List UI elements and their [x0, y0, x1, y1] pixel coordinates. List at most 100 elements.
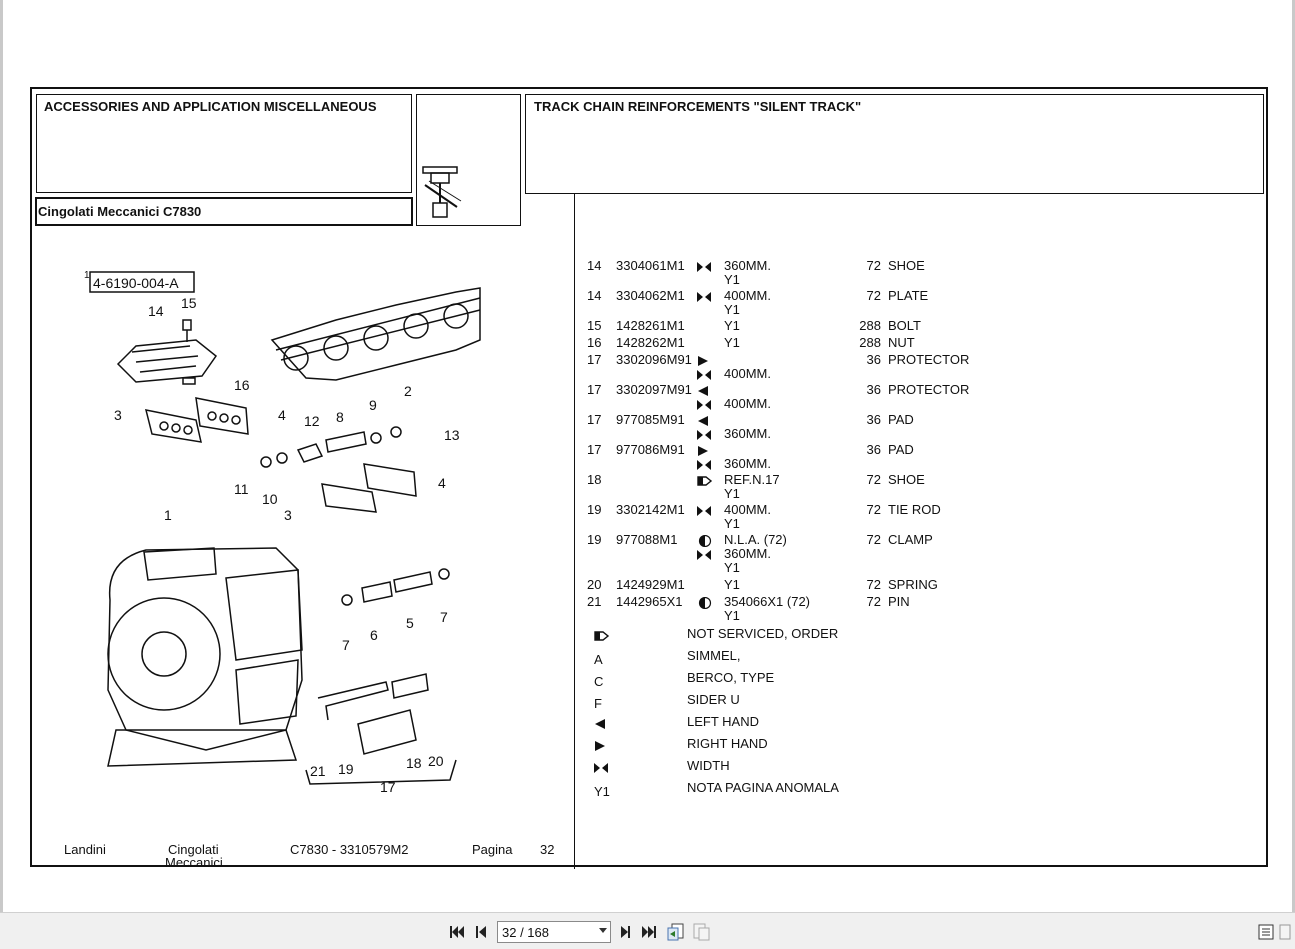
callout-3: 3	[114, 407, 122, 423]
callout-8: 8	[336, 409, 344, 425]
part-symbol-2	[697, 399, 711, 413]
part-name: PIN	[888, 594, 910, 609]
footer-code: C7830 - 3310579M2	[290, 842, 409, 857]
part-qty: 288	[859, 318, 881, 333]
callout-9: 9	[369, 397, 377, 413]
callout-14: 14	[148, 303, 164, 319]
part-note: Y1	[724, 272, 740, 287]
go-forward-button[interactable]	[692, 922, 712, 942]
order-icon	[697, 476, 713, 486]
part-name: BOLT	[888, 318, 921, 333]
part-ref: 19	[587, 502, 602, 517]
part-desc: Y1	[724, 335, 740, 350]
part-number: 3304061M1	[616, 258, 685, 273]
part-ref: 17	[587, 382, 602, 397]
part-symbol	[697, 415, 709, 429]
ref-prefix: 1	[84, 270, 90, 281]
page-selector[interactable]: 32 / 168	[497, 921, 611, 943]
part-symbol	[697, 291, 711, 305]
legend-symbol	[594, 761, 612, 776]
single-page-view-button[interactable]	[1256, 922, 1276, 942]
continuous-view-icon	[1279, 924, 1291, 940]
callout-10: 10	[262, 491, 278, 507]
previous-page-icon	[476, 926, 486, 938]
go-forward-icon	[693, 923, 710, 941]
part-note: Y1	[724, 516, 740, 531]
viewer-scrollbar[interactable]	[1292, 0, 1295, 912]
right-hand-icon	[698, 446, 708, 456]
part-qty: 72	[866, 594, 881, 609]
page-selector-value: 32 / 168	[502, 925, 549, 940]
bolt-symbol-icon	[422, 166, 462, 218]
callout-19: 19	[338, 761, 354, 777]
go-back-button[interactable]	[666, 922, 686, 942]
callout-2: 2	[404, 383, 412, 399]
left-hand-icon	[698, 386, 708, 396]
part-symbol	[697, 261, 711, 275]
title-box	[525, 94, 1264, 194]
legend-text: LEFT HAND	[687, 714, 759, 729]
legend-text: NOT SERVICED, ORDER	[687, 626, 839, 641]
dropdown-arrow-icon	[599, 928, 607, 933]
part-number: 1442965X1	[616, 594, 683, 609]
part-ref: 19	[587, 532, 602, 547]
first-page-button[interactable]	[447, 922, 467, 942]
part-name: SHOE	[888, 472, 925, 487]
callout-21: 21	[310, 763, 326, 779]
footer-section-2: Meccanici	[165, 855, 223, 870]
part-symbol	[697, 534, 713, 550]
right-hand-icon	[595, 741, 605, 751]
continuous-view-button[interactable]	[1278, 922, 1292, 942]
callout-17: 17	[380, 779, 396, 795]
part-desc: 360MM.	[724, 258, 771, 273]
part-name: SPRING	[888, 577, 938, 592]
ref-code: 4-6190-004-A	[93, 275, 179, 291]
part-ref: 18	[587, 472, 602, 487]
callout-13: 13	[444, 427, 460, 443]
nla-icon	[698, 534, 712, 548]
part-desc-2: 400MM.	[724, 366, 771, 381]
go-back-icon	[667, 923, 684, 941]
part-number: 977088M1	[616, 532, 678, 547]
section-title: ACCESSORIES AND APPLICATION MISCELLANEOU…	[44, 99, 377, 114]
part-name: PROTECTOR	[888, 382, 970, 397]
part-ref: 20	[587, 577, 602, 592]
part-symbol	[697, 475, 713, 489]
part-ref: 17	[587, 352, 602, 367]
part-symbol	[697, 355, 709, 369]
width-icon	[697, 430, 711, 440]
part-number: 3302142M1	[616, 502, 685, 517]
callout-6: 6	[370, 627, 378, 643]
part-name: PLATE	[888, 288, 929, 303]
width-icon	[697, 262, 711, 272]
next-page-button[interactable]	[615, 922, 635, 942]
part-name: PROTECTOR	[888, 352, 970, 367]
part-number: 3302096M91	[616, 352, 692, 367]
part-qty: 72	[866, 577, 881, 592]
part-symbol-2	[697, 459, 711, 473]
section-title-box	[36, 94, 412, 193]
part-note: Y1	[724, 560, 740, 575]
part-ref: 15	[587, 318, 602, 333]
part-number: 1428262M1	[616, 335, 685, 350]
part-symbol-2	[697, 429, 711, 443]
part-symbol-2	[697, 549, 711, 563]
part-name: SHOE	[888, 258, 925, 273]
width-icon	[697, 370, 711, 380]
part-qty: 72	[866, 288, 881, 303]
right-hand-icon	[698, 356, 708, 366]
previous-page-button[interactable]	[471, 922, 491, 942]
part-number: 1424929M1	[616, 577, 685, 592]
part-note: Y1	[724, 608, 740, 623]
part-desc-2: 360MM.	[724, 426, 771, 441]
width-icon	[594, 763, 608, 773]
part-ref: 16	[587, 335, 602, 350]
symbol-box	[416, 94, 521, 226]
part-qty: 72	[866, 472, 881, 487]
callout-4: 4	[278, 407, 286, 423]
part-name: PAD	[888, 412, 914, 427]
footer-brand: Landini	[64, 842, 106, 857]
legend-symbol-text: A	[594, 652, 603, 667]
last-page-button[interactable]	[639, 922, 659, 942]
callout-4b: 4	[438, 475, 446, 491]
